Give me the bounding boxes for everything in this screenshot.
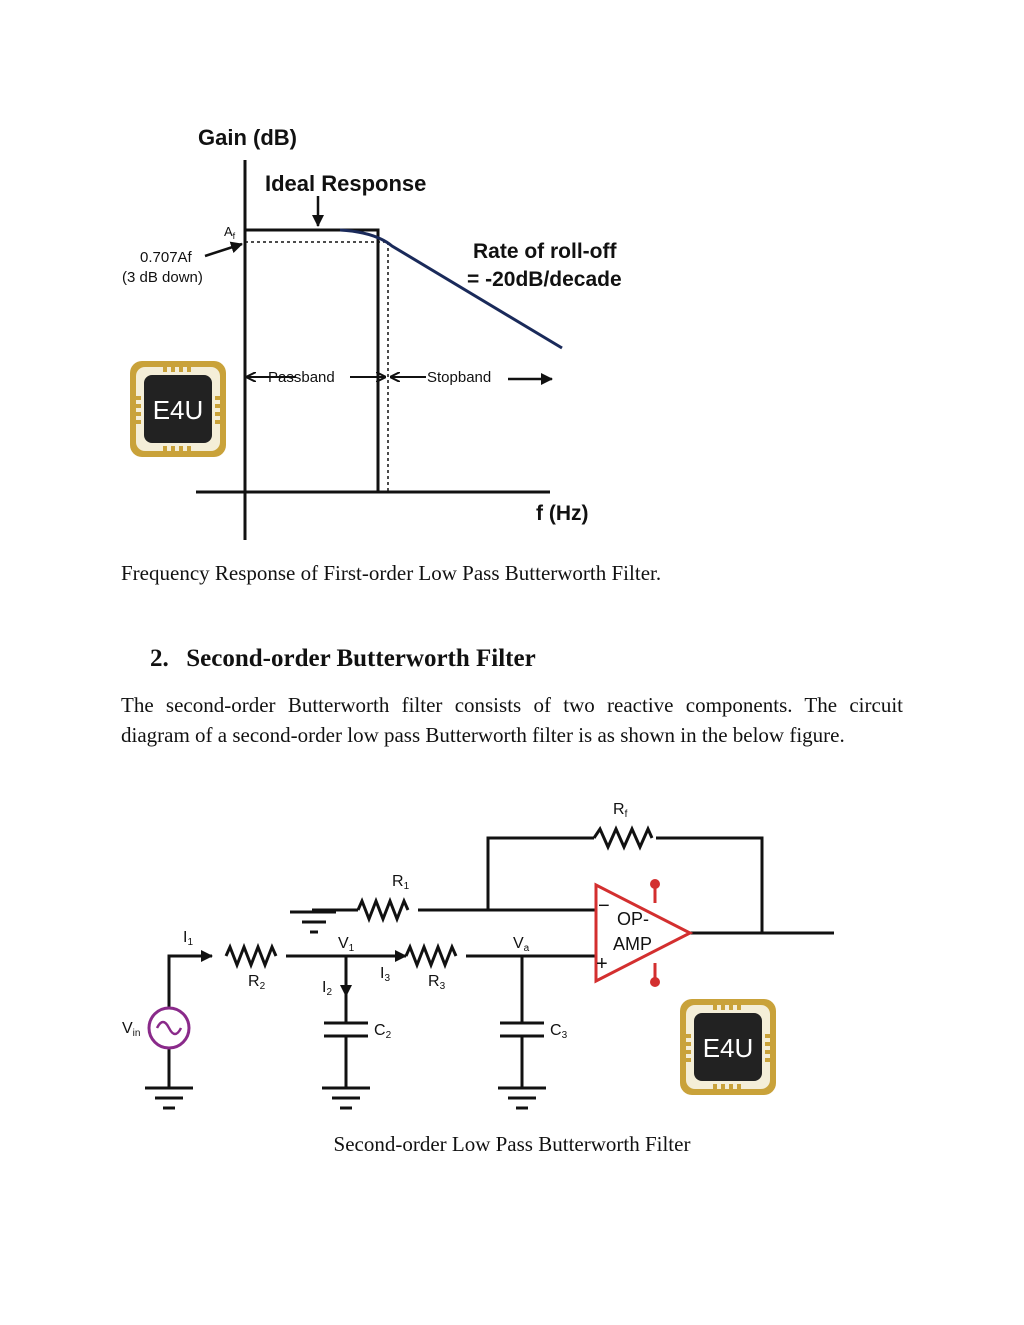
section-heading: 2. Second-order Butterworth Filter: [150, 645, 536, 673]
va-subscript: a: [524, 943, 530, 954]
svg-text:Rf: Rf: [613, 801, 628, 820]
opamp-minus: −: [598, 895, 610, 917]
ground-c2: [322, 1086, 370, 1110]
va-label: V: [513, 935, 524, 952]
svg-text:V1: V1: [338, 935, 355, 954]
af-label: A: [224, 224, 233, 239]
vin-label: V: [122, 1020, 133, 1037]
r1-subscript: 1: [404, 881, 410, 892]
c2-subscript: 2: [386, 1030, 392, 1041]
svg-text:I3: I3: [380, 965, 390, 984]
ground-r1: [290, 908, 358, 934]
v1-label: V: [338, 935, 349, 952]
i1-subscript: 1: [187, 937, 193, 948]
i3-subscript: 3: [384, 973, 390, 984]
i2-subscript: 2: [326, 987, 332, 998]
opamp-line2: AMP: [613, 934, 652, 954]
e4u-logo-text: E4U: [153, 395, 204, 425]
circuit-labels: Rf R1 I1 R2 V1 I2 I3 R3 Va C2 C3 Vin: [122, 801, 628, 1041]
c3-subscript: 3: [562, 1030, 568, 1041]
rolloff-line2: = -20dB/decade: [467, 268, 622, 291]
r2-label: R: [248, 973, 260, 990]
opamp-line1: OP-: [617, 909, 649, 929]
vin-wire: [167, 954, 210, 1008]
svg-text:Vin: Vin: [122, 1020, 140, 1039]
passband-label: Passband: [268, 369, 335, 386]
resistor-r2: [224, 942, 278, 970]
vin-subscript: in: [133, 1028, 141, 1039]
ground-vin: [145, 1086, 193, 1110]
svg-text:R2: R2: [248, 973, 266, 992]
feedback-wire: [486, 836, 764, 933]
r1-label: R: [392, 873, 404, 890]
svg-text:R3: R3: [428, 973, 446, 992]
frequency-response-diagram: Gain (dB) Ideal Response Af 0.707Af (3 d…: [122, 125, 622, 540]
svg-text:C2: C2: [374, 1022, 392, 1041]
rolloff-line1: Rate of roll-off: [473, 240, 617, 263]
c2-label: C: [374, 1022, 386, 1039]
svg-text:C3: C3: [550, 1022, 568, 1041]
section-title: Second-order Butterworth Filter: [186, 645, 536, 672]
op-amp: OP- AMP − +: [594, 879, 694, 987]
v1-subscript: 1: [349, 943, 355, 954]
c3-label: C: [550, 1022, 562, 1039]
gain-axis-label: Gain (dB): [198, 125, 297, 150]
af-subscript: f: [233, 231, 236, 241]
frequency-axis-label: f (Hz): [536, 502, 588, 525]
ground-c3: [498, 1086, 546, 1110]
cutoff-pointer-arrow: [204, 241, 243, 258]
section-paragraph: The second-order Butterworth filter cons…: [121, 693, 903, 747]
r3-subscript: 3: [440, 981, 446, 992]
e4u-logo: E4U: [680, 999, 776, 1095]
opamp-plus: +: [596, 953, 608, 975]
ideal-response-label: Ideal Response: [265, 171, 426, 196]
svg-text:I2: I2: [322, 979, 332, 998]
section-number: 2.: [150, 645, 169, 672]
stopband-label: Stopband: [427, 369, 491, 386]
rolloff-curve: [339, 228, 563, 350]
cutoff-note: (3 dB down): [122, 269, 203, 286]
figure2-caption: Second-order Low Pass Butterworth Filter: [333, 1132, 691, 1156]
circuit-diagram: [145, 825, 834, 1110]
capacitor-c3: [500, 1021, 544, 1038]
r2-subscript: 2: [260, 981, 266, 992]
e4u-logo: E4U: [130, 361, 226, 457]
figure1-caption: Frequency Response of First-order Low Pa…: [121, 561, 662, 585]
svg-text:Va: Va: [513, 935, 530, 954]
i1-label: I: [183, 929, 187, 946]
svg-text:I1: I1: [183, 929, 193, 948]
rf-label: R: [613, 801, 625, 818]
r3-label: R: [428, 973, 440, 990]
resistor-r3: [404, 942, 458, 970]
i2-label: I: [322, 979, 326, 996]
svg-text:R1: R1: [392, 873, 410, 892]
ideal-response-curve: [245, 228, 380, 492]
sine-icon: [155, 1020, 183, 1036]
rf-subscript: f: [625, 809, 628, 820]
svg-text:Af: Af: [224, 224, 236, 241]
resistor-r1: [356, 896, 410, 924]
e4u-logo-text: E4U: [703, 1033, 754, 1063]
resistor-rf: [592, 825, 654, 851]
i3-label: I: [380, 965, 384, 982]
cutoff-label: 0.707Af: [140, 249, 193, 266]
capacitor-c2: [324, 1021, 368, 1038]
